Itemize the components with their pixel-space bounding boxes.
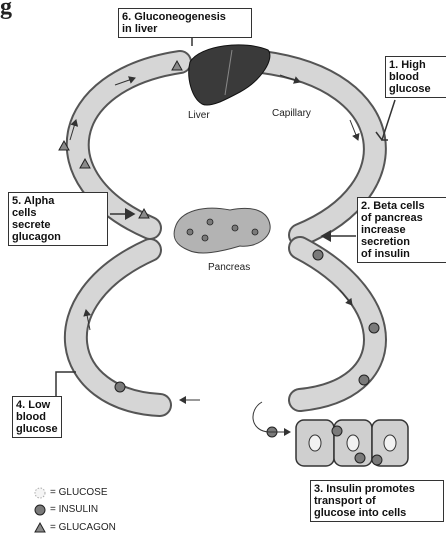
legend-glucose: = GLUCOSE: [50, 487, 108, 498]
step-3-box: 3. Insulin promotes transport of glucose…: [310, 480, 444, 522]
step-2-line: secretion: [361, 236, 443, 248]
step-5-line: cells: [12, 207, 104, 219]
pancreas-label: Pancreas: [208, 262, 250, 273]
step-3-line: 3. Insulin promotes: [314, 483, 440, 495]
step-5-line: 5. Alpha: [12, 195, 104, 207]
legend-glucose-text: = GLUCOSE: [50, 487, 108, 498]
cell-nucleus: [309, 435, 321, 451]
legend-glucagon-text: = GLUCAGON: [50, 522, 116, 533]
insulin-granule: [207, 219, 213, 225]
step-1-line: 1. High: [389, 59, 443, 71]
step-2-line: 2. Beta cells: [361, 200, 443, 212]
pointer-arrow-step4: [56, 372, 76, 396]
step-5-box: 5. Alpha cells secrete glucagon: [8, 192, 108, 246]
step-6-line: in liver: [122, 23, 248, 35]
insulin-granule: [252, 229, 258, 235]
step-5-line: glucagon: [12, 231, 104, 243]
insulin-molecule: [369, 323, 379, 333]
cell-nucleus: [384, 435, 396, 451]
step-4-box: 4. Low blood glucose: [12, 396, 62, 438]
step-4-line: glucose: [16, 423, 58, 435]
insulin-molecule: [372, 455, 382, 465]
step-6-box: 6. Gluconeogenesis in liver: [118, 8, 252, 38]
liver-label: Liver: [188, 110, 210, 121]
step-1-line: glucose: [389, 83, 443, 95]
step-6-line: 6. Gluconeogenesis: [122, 11, 248, 23]
legend-insulin: = INSULIN: [50, 504, 98, 515]
legend-glucagon: = GLUCAGON: [50, 522, 116, 533]
step-3-line: glucose into cells: [314, 507, 440, 519]
step-4-line: blood: [16, 411, 58, 423]
capillary-label: Capillary: [272, 108, 311, 119]
liver-illustration: [189, 45, 270, 105]
step-1-box: 1. High blood glucose: [385, 56, 446, 98]
step-4-line: 4. Low: [16, 399, 58, 411]
insulin-molecule: [359, 375, 369, 385]
cropped-heading-fragment: g: [0, 0, 12, 21]
legend-glucose-symbol: [35, 488, 45, 498]
step-3-line: transport of: [314, 495, 440, 507]
legend-glucagon-symbol: [35, 523, 45, 532]
legend-insulin-symbol: [35, 505, 45, 515]
legend-insulin-text: = INSULIN: [50, 504, 98, 515]
insulin-granule: [232, 225, 238, 231]
cell-nucleus: [347, 435, 359, 451]
step-2-line: of insulin: [361, 248, 443, 260]
insulin-molecule: [115, 382, 125, 392]
step-2-box: 2. Beta cells of pancreas increase secre…: [357, 197, 446, 263]
step-5-line: secrete: [12, 219, 104, 231]
insulin-molecule: [332, 426, 342, 436]
insulin-molecule: [313, 250, 323, 260]
insulin-granule: [187, 229, 193, 235]
step-1-line: blood: [389, 71, 443, 83]
step-2-line: of pancreas: [361, 212, 443, 224]
step-2-line: increase: [361, 224, 443, 236]
insulin-granule: [202, 235, 208, 241]
insulin-molecule: [355, 453, 365, 463]
